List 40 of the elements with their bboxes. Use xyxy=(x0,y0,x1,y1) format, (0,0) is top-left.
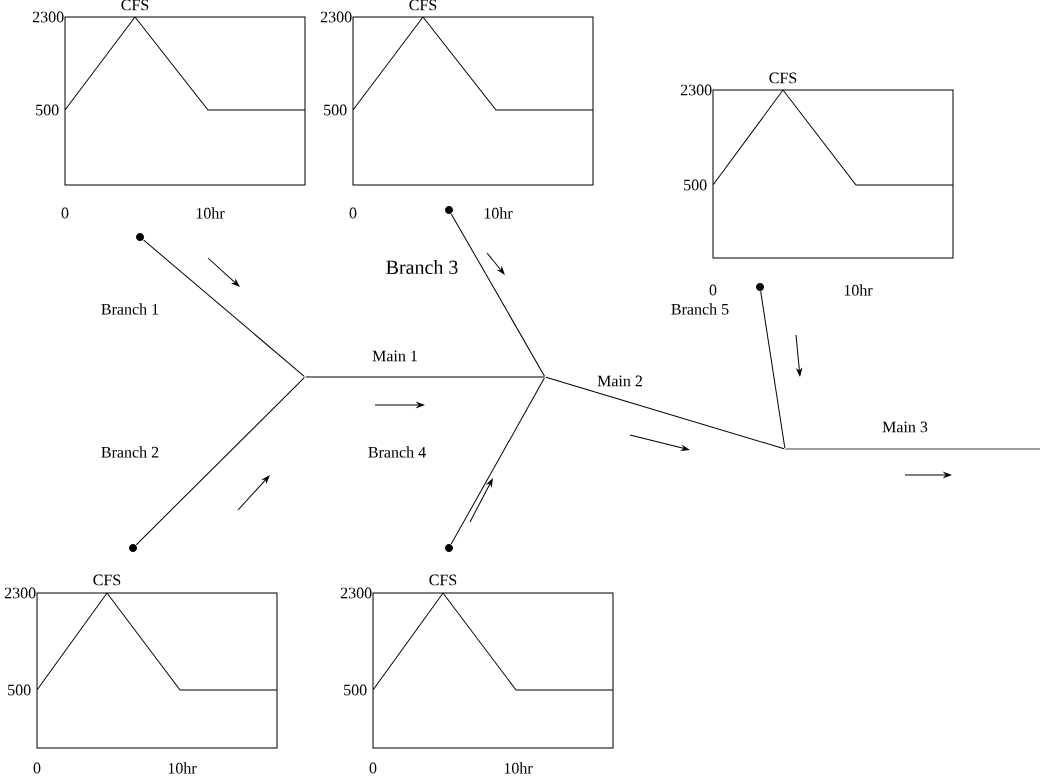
edge-label: Branch 3 xyxy=(386,259,458,274)
river-line xyxy=(450,213,545,377)
axis-title: CFS xyxy=(409,0,437,11)
tick-label: 10hr xyxy=(844,284,873,296)
tick-label: 10hr xyxy=(484,207,513,219)
tick-label: 0 xyxy=(61,207,69,219)
river-line xyxy=(305,376,545,378)
edge-label: Main 3 xyxy=(882,421,928,433)
tick-label: 2300 xyxy=(680,84,712,96)
tick-label: 0 xyxy=(709,284,717,296)
tick-label: 0 xyxy=(33,762,41,774)
river-line xyxy=(135,377,305,546)
axis-title: CFS xyxy=(93,574,121,586)
tick-label: 500 xyxy=(344,684,367,696)
axis-title: CFS xyxy=(121,0,149,11)
axis-title: CFS xyxy=(429,574,457,586)
axis-title: CFS xyxy=(769,72,797,84)
edge-label: Branch 2 xyxy=(101,446,159,458)
tick-label: 0 xyxy=(349,207,357,219)
edge-label: Branch 5 xyxy=(671,303,729,315)
tick-label: 2300 xyxy=(4,587,36,599)
tick-label: 500 xyxy=(684,179,707,191)
tick-label: 500 xyxy=(36,104,59,116)
edge-label: Branch 4 xyxy=(368,446,426,458)
tick-label: 0 xyxy=(369,762,377,774)
edge-label: Main 2 xyxy=(597,375,642,387)
tick-label: 10hr xyxy=(504,762,533,774)
tick-label: 500 xyxy=(324,104,347,116)
river-line xyxy=(545,376,785,450)
river-line xyxy=(142,239,305,377)
edge-label: Branch 1 xyxy=(101,303,159,315)
tick-label: 2300 xyxy=(320,11,352,23)
tick-label: 2300 xyxy=(340,587,372,599)
tick-label: 10hr xyxy=(196,207,225,219)
tick-label: 500 xyxy=(8,684,31,696)
river-line xyxy=(450,377,545,545)
edge-label: Main 1 xyxy=(372,350,417,362)
river-line xyxy=(760,290,786,449)
tick-label: 2300 xyxy=(32,11,64,23)
tick-label: 10hr xyxy=(168,762,197,774)
